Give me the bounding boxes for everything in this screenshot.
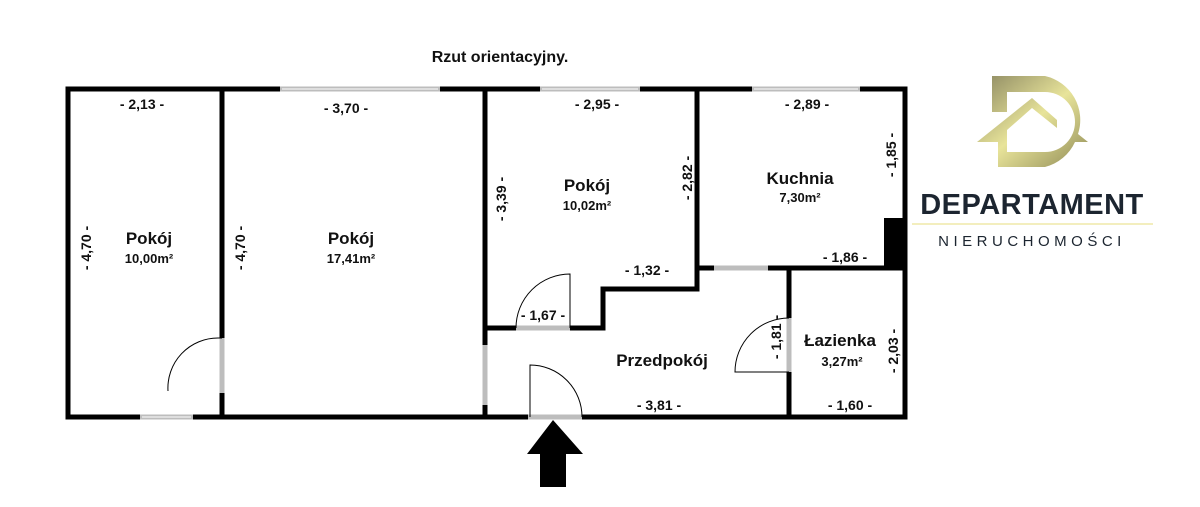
dimension: - 1,86 - xyxy=(823,249,868,265)
dimension: - 1,81 - xyxy=(768,314,784,359)
entrance-arrow-icon xyxy=(527,420,583,487)
room-name: Przedpokój xyxy=(616,351,708,370)
room-name: Pokój xyxy=(328,229,374,248)
dimension: - 3,81 - xyxy=(637,397,682,413)
room-area: 10,00m² xyxy=(125,251,174,266)
dimension: - 2,95 - xyxy=(575,96,620,112)
dimension: - 3,39 - xyxy=(493,176,509,221)
door-swings xyxy=(167,273,790,418)
dimension: - 1,85 - xyxy=(883,132,899,177)
room-labels: Pokój 10,00m² Pokój 17,41m² Pokój 10,02m… xyxy=(125,169,877,370)
logo-subtitle: NIERUCHOMOŚCI xyxy=(938,232,1126,250)
room-name: Pokój xyxy=(126,229,172,248)
windows-inner xyxy=(142,88,858,418)
dimension-labels: - 2,13 - - 3,70 - - 2,95 - - 2,89 - - 1,… xyxy=(78,96,901,413)
dimension: - 1,32 - xyxy=(625,262,670,278)
room-area: 10,02m² xyxy=(563,198,612,213)
openings xyxy=(140,86,860,420)
dimension: - 2,13 - xyxy=(120,96,165,112)
dimension: - 2,82 - xyxy=(679,155,695,200)
room-area: 7,30m² xyxy=(779,190,821,205)
dimension: - 1,60 - xyxy=(828,397,873,413)
room-name: Pokój xyxy=(564,176,610,195)
room-area: 3,27m² xyxy=(821,354,863,369)
dimension: - 1,67 - xyxy=(521,307,566,323)
company-logo: DEPARTAMENT NIERUCHOMOŚCI xyxy=(912,76,1153,250)
logo-mark-icon xyxy=(977,76,1088,167)
logo-name: DEPARTAMENT xyxy=(920,189,1144,221)
dimension: - 2,89 - xyxy=(785,96,830,112)
room-name: Kuchnia xyxy=(766,169,834,188)
dimension: - 3,70 - xyxy=(324,100,369,116)
plan-title: Rzut orientacyjny. xyxy=(432,49,569,66)
dimension: - 4,70 - xyxy=(78,225,94,270)
dimension: - 4,70 - xyxy=(232,225,248,270)
room-area: 17,41m² xyxy=(327,251,376,266)
dimension: - 2,03 - xyxy=(885,328,901,373)
chimney xyxy=(884,218,906,268)
room-name: Łazienka xyxy=(804,331,876,350)
